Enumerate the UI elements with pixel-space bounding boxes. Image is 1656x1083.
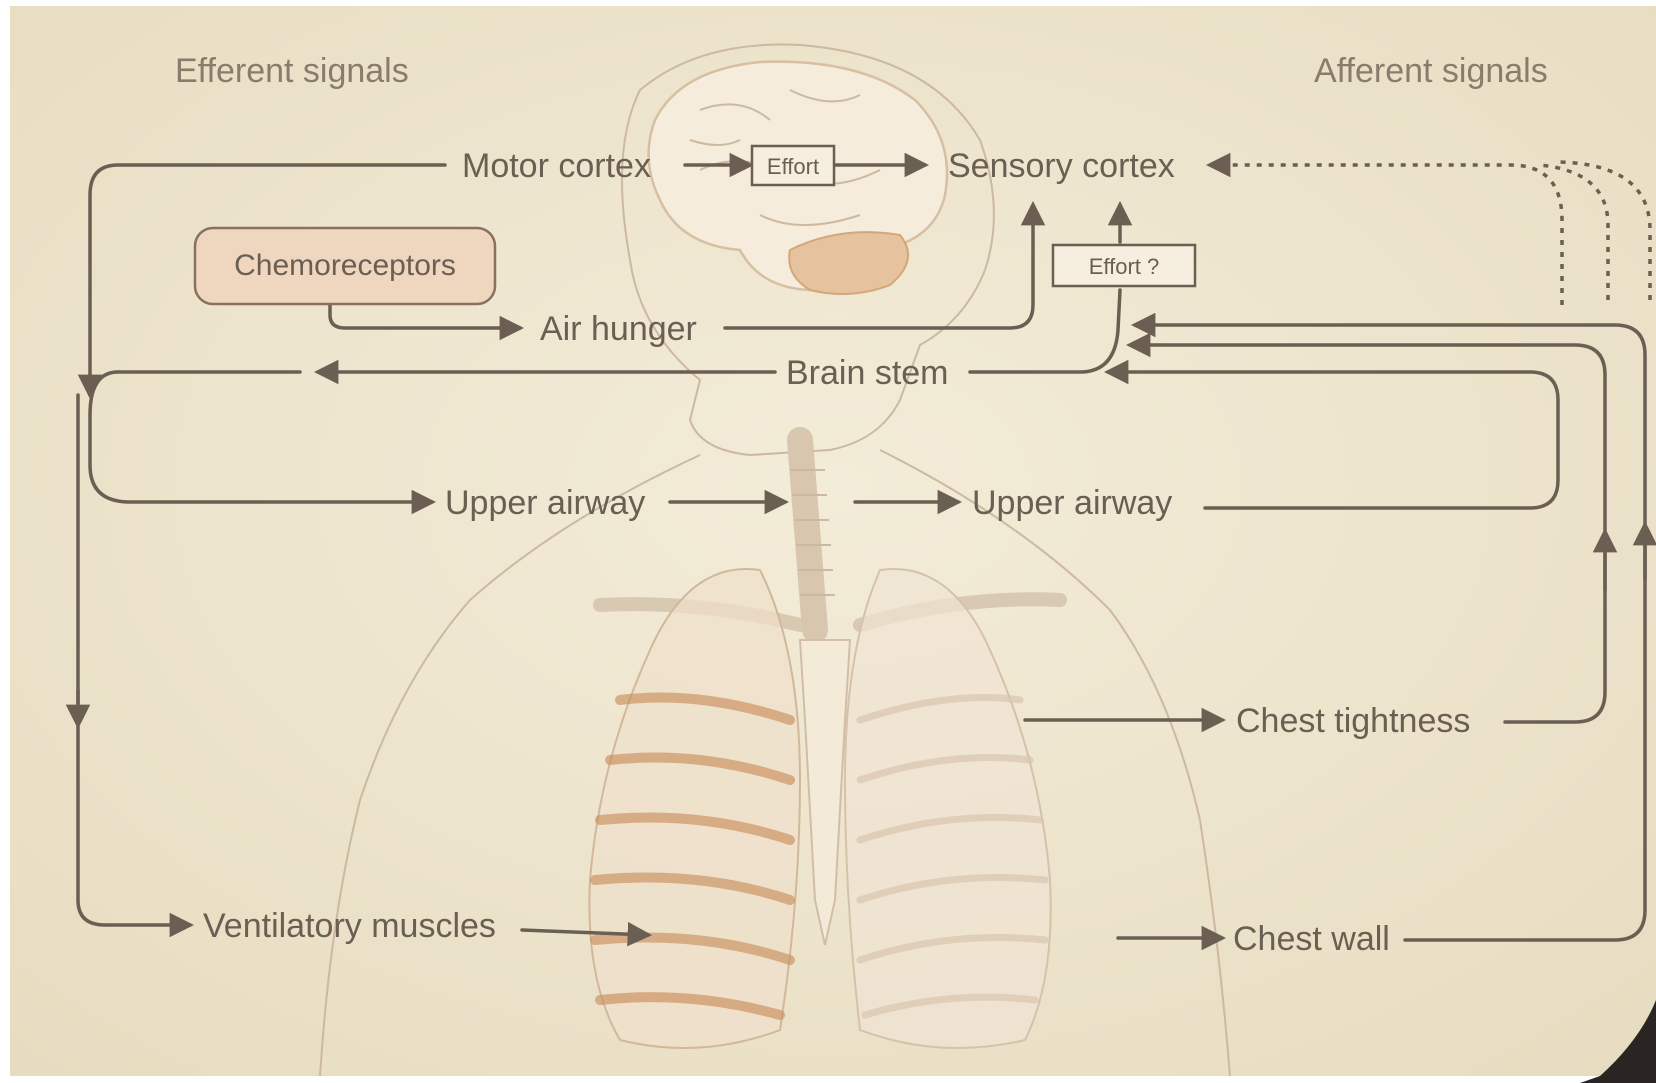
brain-stem-label: Brain stem xyxy=(786,354,949,392)
upper-airway-efferent-label: Upper airway xyxy=(445,484,645,522)
afferent-heading: Afferent signals xyxy=(1314,52,1548,90)
chest-wall-label: Chest wall xyxy=(1233,920,1390,958)
effort-question-label: Effort ? xyxy=(1089,254,1160,279)
trachea-illustration xyxy=(800,440,815,630)
effort-box-label: Effort xyxy=(767,154,819,179)
chemoreceptors-label: Chemoreceptors xyxy=(234,249,456,282)
ventilatory-muscles-label: Ventilatory muscles xyxy=(203,907,496,945)
upper-airway-afferent-label: Upper airway xyxy=(972,484,1172,522)
sensory-cortex-label: Sensory cortex xyxy=(948,147,1175,185)
air-hunger-label: Air hunger xyxy=(540,310,697,348)
motor-cortex-label: Motor cortex xyxy=(462,147,651,185)
efferent-heading: Efferent signals xyxy=(175,52,409,90)
chest-tightness-label: Chest tightness xyxy=(1236,702,1470,740)
